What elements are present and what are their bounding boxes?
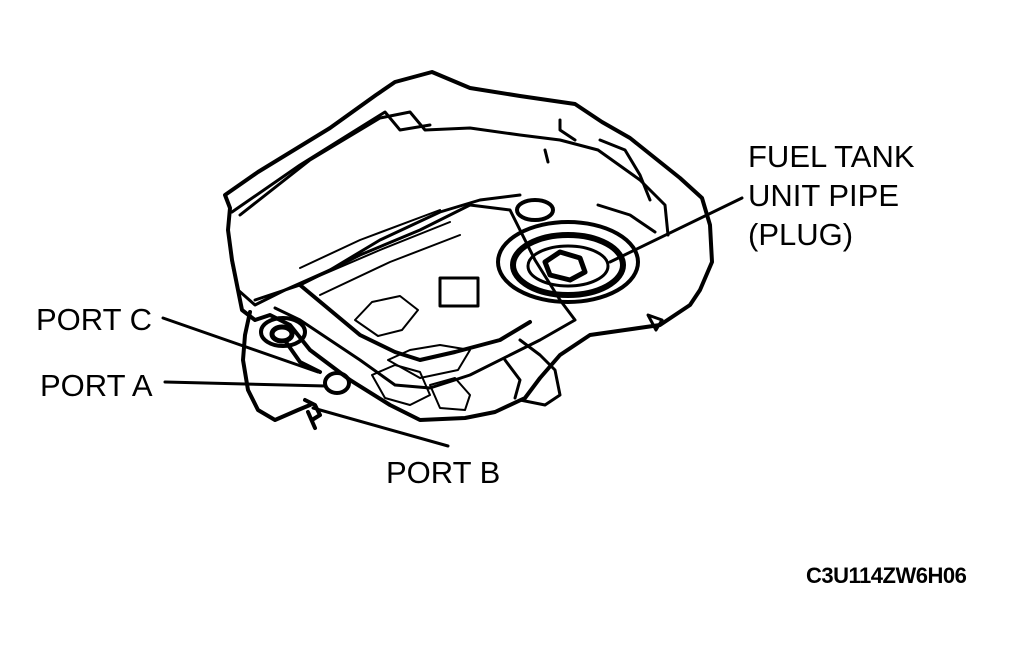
leader-line-fuel-tank bbox=[608, 196, 744, 264]
label-fuel-tank-line3: (PLUG) bbox=[748, 217, 854, 252]
leader-line-port-a bbox=[163, 380, 328, 388]
fuel-tank-unit-inner bbox=[526, 244, 610, 288]
tank-rail-3 bbox=[371, 364, 471, 411]
tank-inner-frame-2 bbox=[299, 209, 461, 296]
tank-right-detail bbox=[543, 118, 657, 234]
label-port-b: PORT B bbox=[386, 455, 501, 490]
tank-rail bbox=[298, 283, 532, 362]
label-fuel-tank-line1: FUEL TANK bbox=[748, 139, 915, 174]
port-c-fitting bbox=[259, 316, 307, 348]
figure-code: C3U114ZW6H06 bbox=[806, 563, 967, 588]
fuel-tank-unit-ring bbox=[510, 232, 626, 298]
tank-right-slot bbox=[646, 313, 664, 332]
tank-cap bbox=[515, 198, 555, 222]
tank-side-detail bbox=[503, 338, 562, 407]
label-port-c: PORT C bbox=[36, 302, 152, 337]
tank-outline bbox=[223, 70, 714, 422]
tank-top-rim bbox=[238, 110, 670, 237]
vent-tube bbox=[241, 310, 312, 422]
port-a-fitting bbox=[323, 371, 351, 395]
label-fuel-tank-line2: UNIT PIPE bbox=[748, 178, 900, 213]
tank-rail-2 bbox=[354, 295, 471, 379]
leader-line-port-b bbox=[311, 406, 450, 448]
tank-inner-frame bbox=[253, 203, 577, 390]
port-c-pipe bbox=[284, 340, 322, 374]
port-c-fitting-inner bbox=[269, 324, 295, 344]
fuel-tank-unit-outer bbox=[496, 220, 640, 304]
sender-box bbox=[438, 276, 480, 308]
tank-ridge bbox=[230, 110, 432, 214]
label-port-a: PORT A bbox=[40, 368, 153, 403]
fuel-tank-unit-core bbox=[542, 249, 588, 283]
leader-line-port-c bbox=[161, 316, 320, 374]
